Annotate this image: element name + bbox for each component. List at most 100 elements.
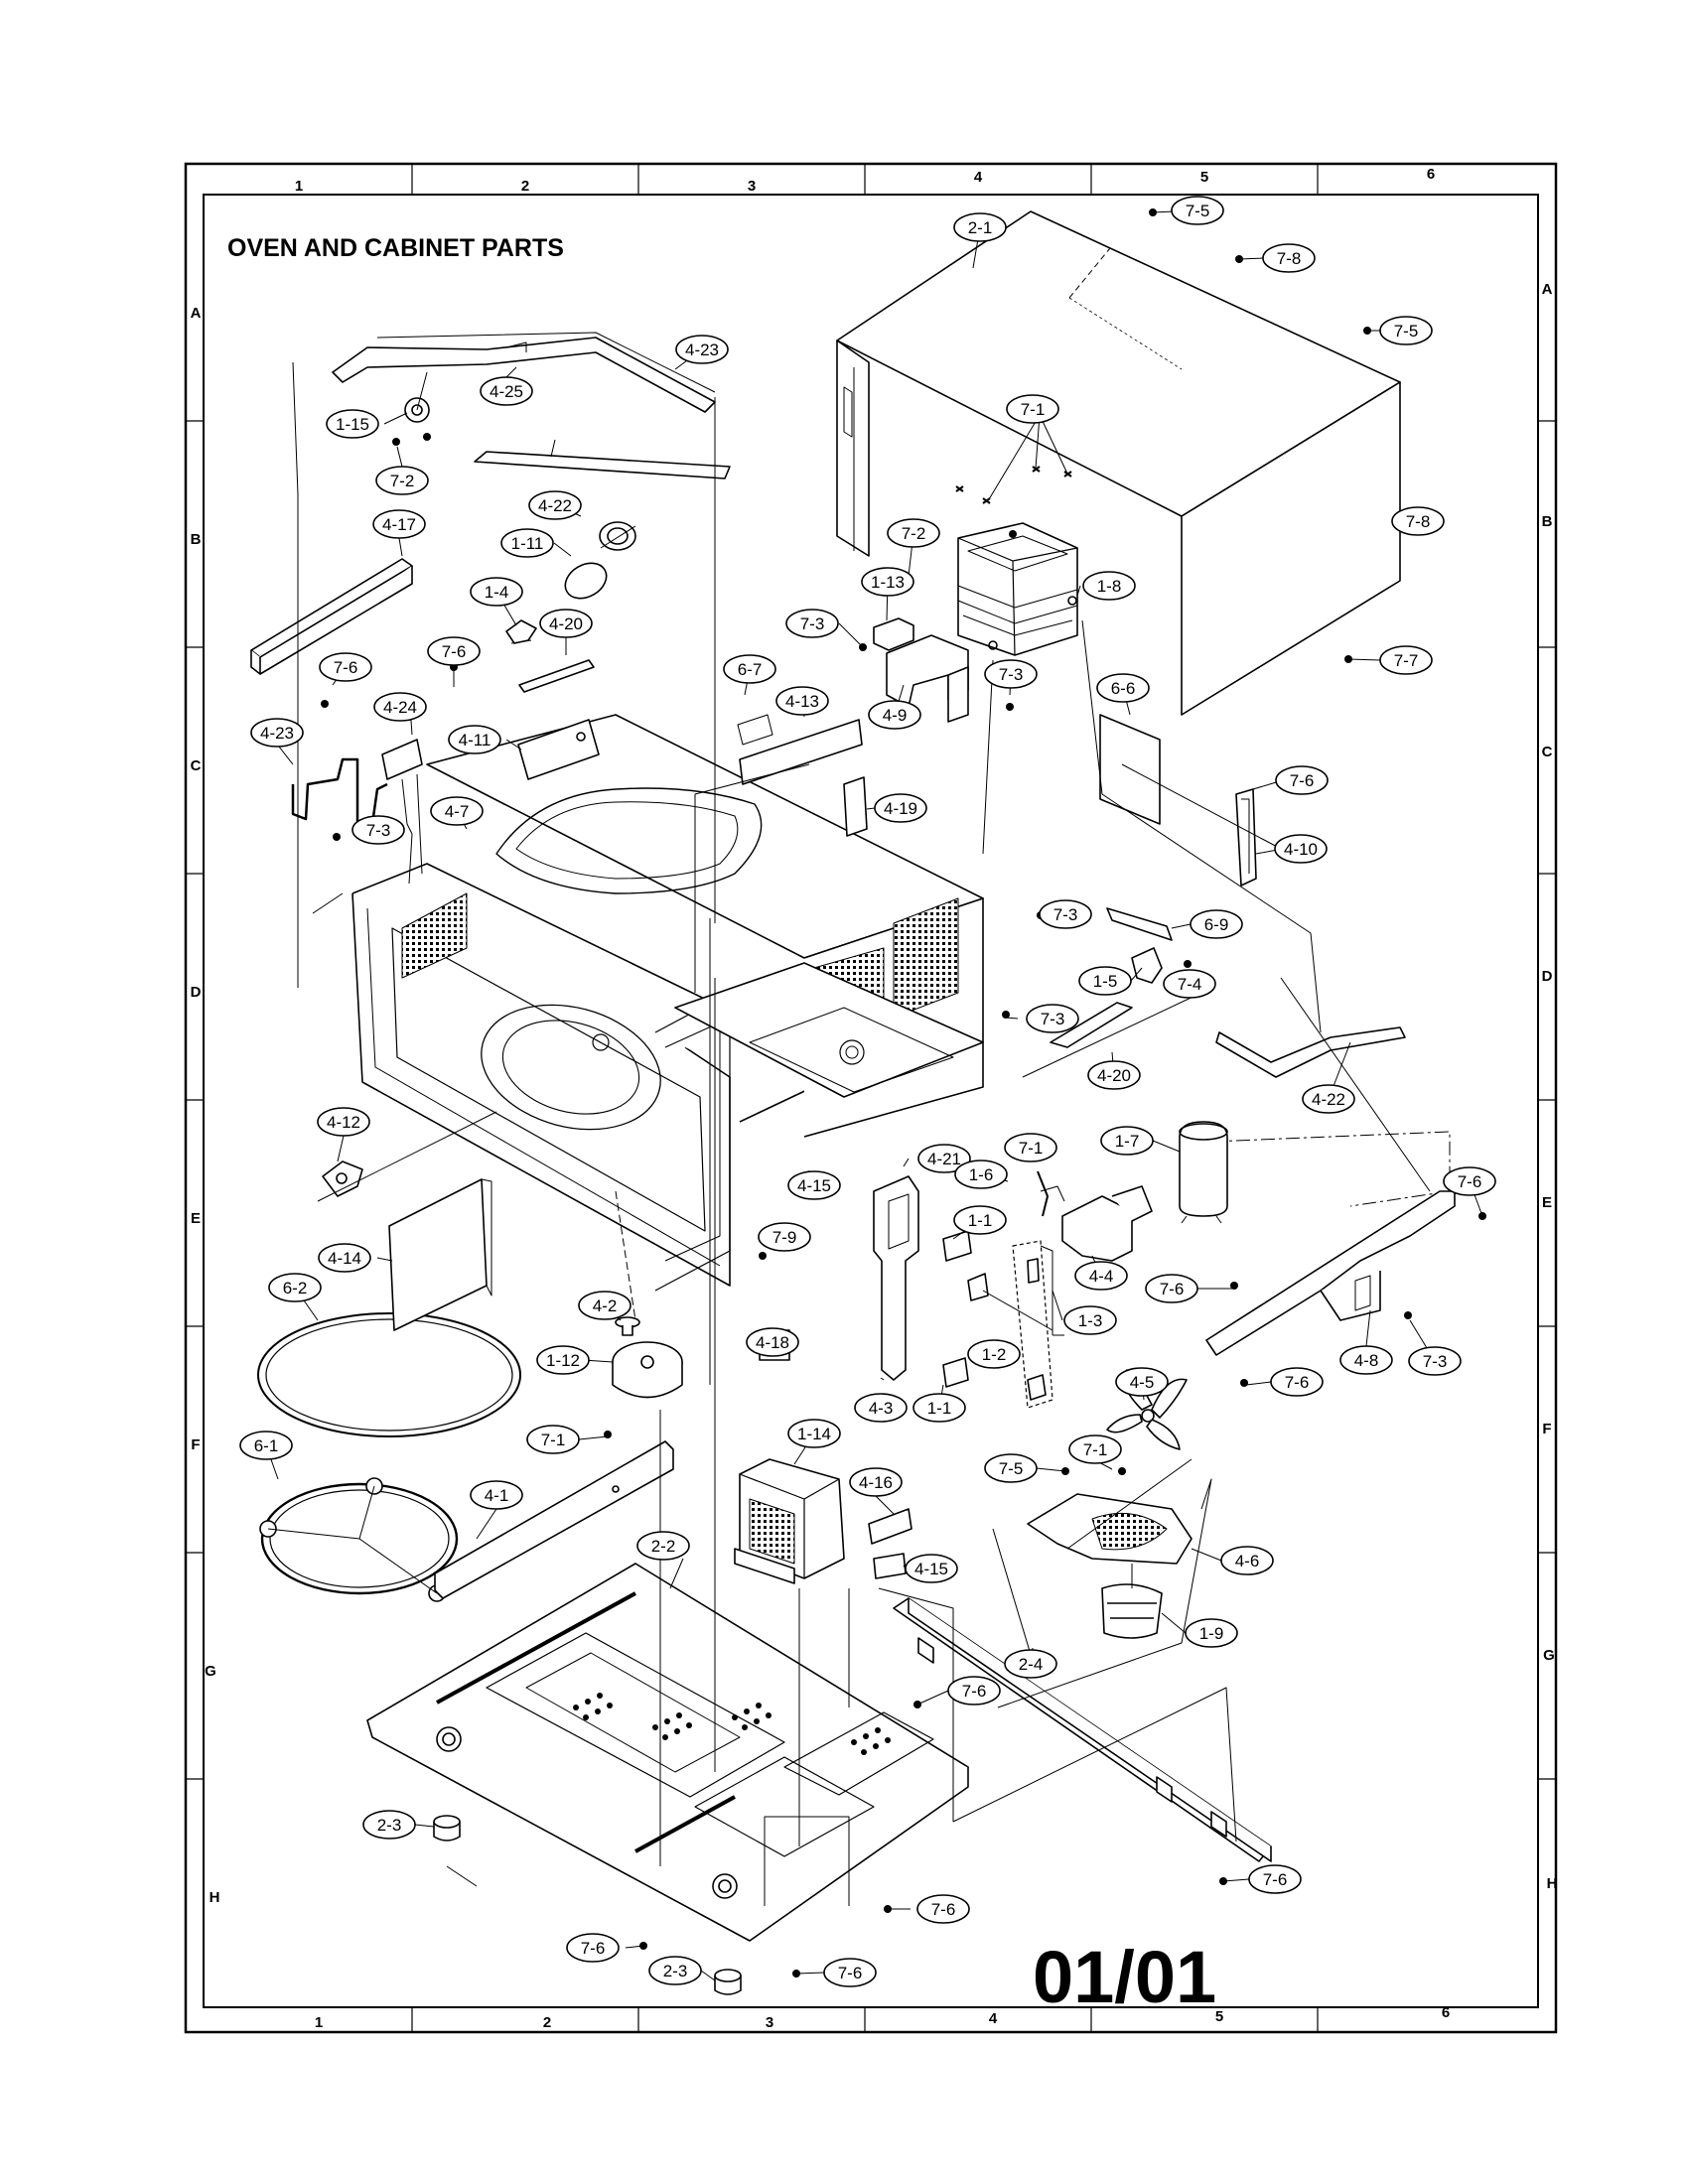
callout-label: 2-3 [377, 1816, 402, 1835]
grid-labels: 1 2 3 4 5 6 1 2 3 4 5 6 A B C D E F G H … [191, 166, 1558, 2031]
row-label-right: D [1542, 968, 1553, 985]
callout-label: 7-1 [1019, 1139, 1044, 1158]
callout-label: 7-6 [334, 658, 358, 677]
column-label-top: 6 [1427, 166, 1435, 183]
feet [433, 1815, 742, 1995]
callout-label: 4-1 [485, 1486, 509, 1505]
callout-label: 2-3 [663, 1962, 688, 1980]
callout-label: 4-15 [797, 1176, 831, 1195]
callout-label: 4-23 [685, 341, 719, 359]
callout-label: 1-9 [1199, 1624, 1224, 1643]
right-rail-2-4 [893, 1597, 1272, 1862]
callout-label: 7-3 [1041, 1010, 1065, 1028]
callout-label: 4-17 [382, 515, 416, 534]
row-label-left: D [191, 984, 202, 1001]
row-label-left: C [191, 757, 202, 774]
callout-label: 7-8 [1277, 249, 1302, 268]
callout-label: 7-6 [442, 642, 467, 661]
callout-label: 4-19 [884, 799, 917, 818]
callout-label: 2-1 [968, 218, 993, 237]
callout-label: 1-8 [1097, 577, 1122, 596]
callout-label: 6-9 [1204, 915, 1229, 934]
callout-label: 4-8 [1354, 1351, 1379, 1370]
door-switch-assembly [873, 1175, 1064, 1409]
row-label-right: G [1543, 1647, 1555, 1664]
callout-label: 6-7 [738, 660, 763, 679]
callout-label: 1-3 [1078, 1311, 1103, 1330]
outer-cabinet [836, 210, 1401, 716]
callout-label: 7-3 [1053, 905, 1078, 924]
column-label-bottom: 3 [766, 2014, 773, 2031]
callouts: 7-5 2-1 7-8 7-5 4-23 4-25 1-15 7-2 4-22 … [239, 196, 1496, 1987]
fan-motor-assembly [1027, 1369, 1193, 1639]
callout-label: 7-3 [999, 665, 1024, 684]
page-number: 01/01 [1033, 1936, 1216, 2018]
callout-label: 7-1 [1083, 1440, 1108, 1459]
callout-label: 1-14 [797, 1425, 831, 1443]
shield-plates [1099, 714, 1173, 941]
row-label-right: E [1542, 1194, 1552, 1211]
callout-label: 4-23 [260, 724, 294, 743]
left-latch-parts [291, 739, 423, 885]
callout-label: 7-6 [931, 1900, 956, 1919]
callout-label: 7-6 [962, 1682, 987, 1701]
base-plate [366, 1563, 969, 1942]
callout-label: 1-15 [336, 415, 369, 434]
row-label-left: F [191, 1436, 200, 1453]
callout-label: 4-20 [1097, 1066, 1131, 1085]
callout-label: 4-18 [756, 1333, 789, 1352]
callout-label: 7-6 [1285, 1373, 1310, 1392]
callout-label: 4-2 [593, 1297, 618, 1315]
right-base-bracket [1205, 1190, 1456, 1356]
column-label-bottom: 2 [543, 2014, 551, 2031]
turntable-motor [612, 1316, 683, 1399]
row-label-left: G [205, 1663, 216, 1680]
callout-label: 4-5 [1130, 1373, 1155, 1392]
callout-label: 4-20 [549, 614, 583, 633]
callout-label: 7-8 [1406, 512, 1431, 531]
callout-label: 7-3 [800, 614, 825, 633]
callout-label: 7-1 [541, 1431, 566, 1449]
column-label-top: 3 [748, 178, 756, 195]
oven-cavity [351, 714, 984, 1292]
diagram-title: OVEN AND CABINET PARTS [227, 234, 564, 262]
reference-lines [312, 619, 1322, 1906]
row-label-left: A [191, 305, 202, 322]
column-label-top: 5 [1200, 169, 1208, 186]
callout-label: 7-6 [1290, 771, 1315, 790]
callout-label: 4-6 [1235, 1552, 1260, 1570]
callout-label: 6-2 [283, 1279, 308, 1297]
row-label-left: E [191, 1210, 201, 1227]
callout-label: 1-12 [546, 1351, 580, 1370]
row-label-left: B [191, 531, 202, 548]
callout-label: 1-6 [969, 1165, 994, 1184]
column-label-bottom: 4 [989, 2010, 998, 2027]
callout-label: 2-2 [651, 1537, 676, 1556]
callout-label: 2-4 [1019, 1655, 1044, 1674]
upper-loose-parts [250, 332, 731, 988]
column-label-bottom: 5 [1215, 2008, 1223, 2025]
cavity-rear-wall [674, 897, 984, 1138]
row-label-right: C [1542, 744, 1553, 760]
callout-label: 4-11 [459, 731, 491, 750]
callout-label: 4-7 [445, 802, 470, 821]
column-label-top: 1 [295, 178, 303, 195]
thermal-cutout-assembly [873, 617, 969, 723]
callout-label: 4-4 [1089, 1267, 1114, 1286]
capacitor [1179, 1121, 1228, 1224]
column-label-top: 2 [521, 178, 529, 195]
row-label-left: H [210, 1889, 220, 1906]
top-brackets [737, 714, 868, 837]
callout-label: 4-22 [538, 496, 572, 515]
callout-label: 4-13 [785, 692, 819, 711]
row-label-right: F [1542, 1421, 1551, 1437]
row-label-right: A [1542, 281, 1553, 298]
right-small-parts [1022, 947, 1451, 1207]
callout-label: 4-10 [1284, 840, 1318, 859]
callout-label: 7-2 [390, 472, 415, 490]
callout-label: 1-13 [871, 573, 905, 592]
callout-label: 7-6 [1263, 1870, 1288, 1889]
callout-label: 7-9 [772, 1228, 797, 1247]
row-label-right: H [1547, 1875, 1558, 1892]
